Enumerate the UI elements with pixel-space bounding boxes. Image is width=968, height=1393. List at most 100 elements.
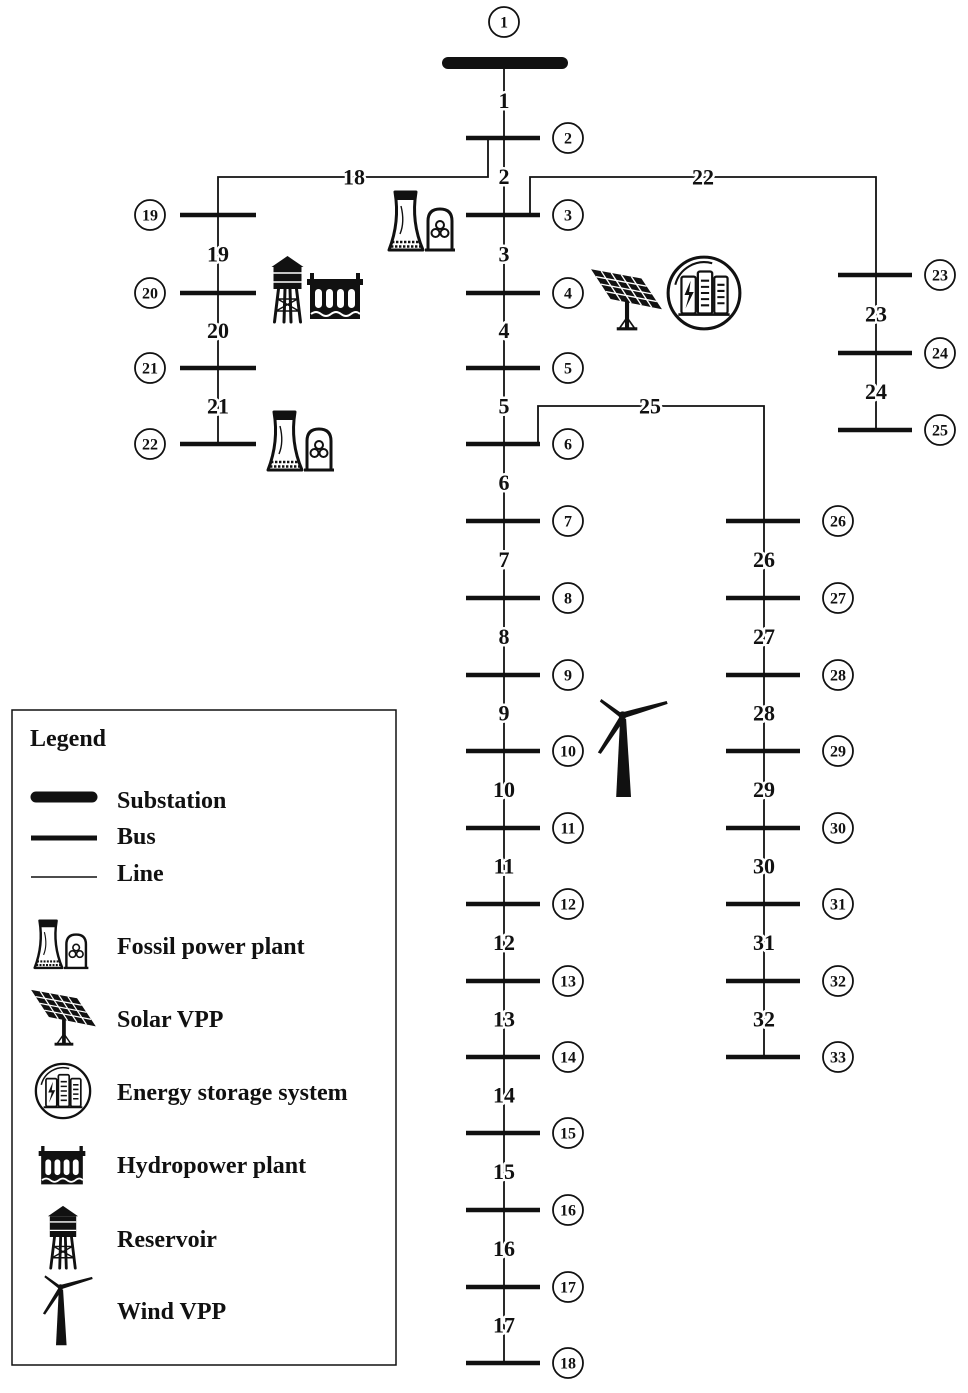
bus-number-circle: [552, 199, 584, 231]
bus-number-circle: [552, 1271, 584, 1303]
substation-bus-1: 1: [442, 6, 568, 69]
legend-label: Wind VPP: [117, 1299, 226, 1325]
lines-layer: [217, 63, 877, 1363]
bus-number-circle: [822, 505, 854, 537]
energy-storage-icon: [666, 255, 742, 331]
line-label-6: 6: [499, 470, 510, 495]
bus-number: 30: [830, 820, 846, 837]
bus-number: 33: [830, 1049, 846, 1066]
bus-number: 21: [142, 360, 158, 377]
bus-16: 16: [466, 1194, 584, 1226]
bus-22: 22: [134, 428, 256, 460]
bus-number-circle: [924, 259, 956, 291]
line-label-7: 7: [499, 547, 510, 572]
bus-number-circle: [552, 659, 584, 691]
bus-number-circle: [552, 428, 584, 460]
bus-number-circle: [552, 122, 584, 154]
line-label-11: 11: [494, 853, 515, 878]
bus-number: 5: [564, 360, 572, 377]
bus-30: 30: [726, 812, 854, 844]
bus-21: 21: [134, 352, 256, 384]
bus-5: 5: [466, 352, 584, 384]
bus-number: 25: [932, 422, 948, 439]
bus-number-circle: [552, 505, 584, 537]
bus-number-circle: [552, 582, 584, 614]
bus-20: 20: [134, 277, 256, 309]
legend-item-line: Line: [31, 861, 164, 887]
bus-number: 19: [142, 207, 158, 224]
bus-8: 8: [466, 582, 584, 614]
line-label-4: 4: [499, 318, 510, 343]
line-label-22: 22: [692, 164, 714, 189]
bus-number-circle: [552, 352, 584, 384]
bus-number-circle: [552, 965, 584, 997]
bus-number-circle: [822, 965, 854, 997]
bus-9: 9: [466, 659, 584, 691]
bus-number: 11: [560, 820, 575, 837]
line-label-14: 14: [493, 1082, 515, 1107]
bus-number-circle: [924, 337, 956, 369]
fossil-power-plant-icon: [387, 190, 457, 252]
bus-number: 16: [560, 1202, 576, 1219]
bus-number: 31: [830, 896, 846, 913]
legend-item-energy-storage: Energy storage system: [34, 1062, 348, 1120]
line-label-30: 30: [753, 853, 775, 878]
bus-number-circle: [134, 352, 166, 384]
bus-number: 24: [932, 345, 948, 362]
line-label-18: 18: [343, 164, 365, 189]
bus-17: 17: [466, 1271, 584, 1303]
legend-label: Solar VPP: [117, 1007, 223, 1033]
bus-number: 9: [564, 667, 572, 684]
bus-number: 7: [564, 513, 572, 530]
bus-number-circle: [552, 1347, 584, 1379]
line-label-2: 2: [499, 164, 510, 189]
bus-number-circle: [822, 812, 854, 844]
energy-storage-icon: [34, 1062, 92, 1120]
bus-number: 23: [932, 267, 948, 284]
line-label-20: 20: [207, 318, 229, 343]
legend-label: Energy storage system: [117, 1080, 348, 1106]
legend-label: Line: [117, 861, 164, 887]
bus-number-circle: [488, 6, 520, 38]
line-22: [529, 176, 877, 275]
line-label-15: 15: [493, 1159, 515, 1184]
bus-number-circle: [552, 1041, 584, 1073]
line-label-29: 29: [753, 777, 775, 802]
bus-number: 26: [830, 513, 846, 530]
line-label-21: 21: [207, 393, 229, 418]
hydropower-plant-icon: [37, 1146, 87, 1186]
bus-number: 10: [560, 743, 576, 760]
line-label-27: 27: [753, 624, 775, 649]
bus-28: 28: [726, 659, 854, 691]
bus-number: 29: [830, 743, 846, 760]
bus-number-circle: [552, 1117, 584, 1149]
line-label-26: 26: [753, 547, 775, 572]
legend-label: Fossil power plant: [117, 934, 305, 960]
line-label-3: 3: [499, 241, 510, 266]
bus-number: 13: [560, 973, 576, 990]
bus-number: 14: [560, 1049, 576, 1066]
line-label-8: 8: [499, 624, 510, 649]
bus-number: 8: [564, 590, 572, 607]
legend-title: Legend: [30, 726, 107, 752]
bus-number: 22: [142, 436, 158, 453]
line-25: [537, 405, 765, 521]
line-label-9: 9: [499, 700, 510, 725]
bus-number-circle: [552, 277, 584, 309]
bus-number-circle: [822, 735, 854, 767]
line-label-1: 1: [499, 88, 510, 113]
line-label-32: 32: [753, 1006, 775, 1031]
legend-label: Substation: [117, 788, 226, 814]
bus-27: 27: [726, 582, 854, 614]
bus-19: 19: [134, 199, 256, 231]
bus-12: 12: [466, 888, 584, 920]
bus-33: 33: [726, 1041, 854, 1073]
bus-number-circle: [134, 428, 166, 460]
bus-15: 15: [466, 1117, 584, 1149]
bus-26: 26: [726, 505, 854, 537]
line-label-16: 16: [493, 1236, 515, 1261]
bus-3: 3: [466, 199, 584, 231]
bus-number: 12: [560, 896, 576, 913]
bus-number-circle: [822, 582, 854, 614]
